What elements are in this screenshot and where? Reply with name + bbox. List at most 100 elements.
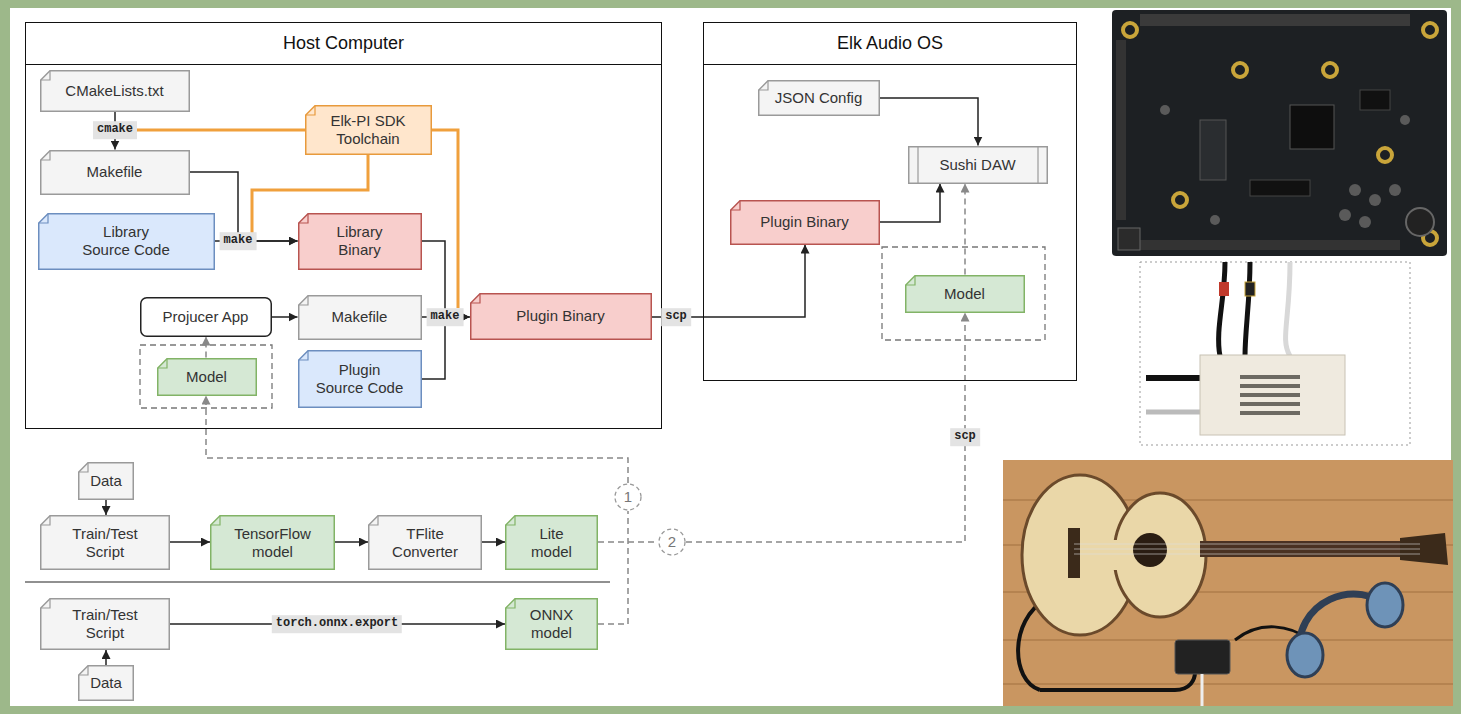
elk-box-photo [1146, 375, 1200, 381]
document-shape [298, 295, 421, 339]
elk-box-photo [1240, 375, 1300, 415]
command-label: make [427, 308, 464, 326]
command-label: torch.onnx.export [272, 615, 402, 633]
elk-board-photo [1210, 215, 1220, 225]
folded-corner [40, 70, 49, 79]
elk-os-panel: JSON ConfigSushi DAWPlugin BinaryModelEl… [703, 22, 1077, 381]
flow-arrow [880, 98, 979, 146]
model-transfer-arrow [964, 184, 966, 275]
elk-box-photo [1240, 402, 1300, 406]
source-doc: Plugin Source Code [298, 350, 422, 408]
guitar-photo [1074, 554, 1420, 555]
guitar-photo [1287, 633, 1323, 677]
document-shape [157, 358, 256, 395]
flow-arrow [105, 500, 107, 515]
elk-board-photo [1140, 14, 1410, 26]
model-doc: Model [157, 358, 257, 396]
elk-board-photo [1112, 10, 1447, 256]
model-transfer-arrow [206, 396, 628, 484]
document-shape [506, 599, 598, 650]
document-shape [730, 200, 879, 244]
folded-corner [305, 105, 314, 114]
elk-board-photo [1339, 209, 1351, 221]
flow-arrow [880, 184, 941, 223]
dashed-group-box [882, 247, 1045, 340]
text-stack: Lite model [528, 525, 576, 561]
elk-box-photo [1240, 375, 1300, 379]
flow-arrow [482, 541, 505, 543]
document-shape [41, 599, 170, 650]
node-label: Data [90, 472, 122, 490]
elk-board-photo [1160, 105, 1170, 115]
text-stack: Data [90, 472, 122, 490]
elk-board-photo [1423, 23, 1437, 37]
guitar-photo [1040, 672, 1195, 690]
binary-doc: Plugin Binary [470, 293, 652, 340]
folded-corner [506, 516, 515, 525]
document-shape [211, 516, 335, 570]
text-stack: Library Binary [325, 223, 395, 259]
folded-corner [40, 150, 49, 159]
text-stack: Sushi DAW [939, 156, 1015, 174]
guitar-photo [1003, 460, 1453, 706]
step-circle-shape [615, 484, 641, 510]
text-stack: CMakeLists.txt [65, 82, 163, 100]
text-stack: 1 [624, 488, 632, 506]
command-label: make [220, 232, 257, 250]
node-label: Plugin Binary [760, 213, 848, 231]
elk-board-photo [1349, 184, 1361, 196]
binary-doc: Library Binary [298, 213, 422, 270]
text-stack: Library Source Code [81, 223, 171, 259]
elk-board-photo [1378, 148, 1392, 162]
elk-box-photo [1200, 355, 1345, 435]
command-label: scp [661, 308, 691, 326]
folded-corner [470, 293, 479, 302]
guitar-photo [1074, 544, 1420, 545]
elk-board-photo [1233, 63, 1247, 77]
command-label: cmake [93, 121, 137, 139]
elk-board-photo [1160, 105, 1410, 228]
guitar-photo [1074, 544, 1420, 554]
node-label: Library Binary [325, 223, 395, 259]
elk-box-photo [1286, 262, 1290, 356]
elk-box-photo [1245, 282, 1255, 296]
step-circle: 2 [658, 528, 686, 556]
folded-corner [79, 666, 88, 675]
toolchain-link [115, 129, 305, 132]
converter-doc: TFlite Converter [368, 515, 482, 570]
flow-arrow [335, 541, 368, 543]
elk-board-photo [1389, 184, 1401, 196]
guitar-photo [1003, 460, 1453, 706]
app-box: Projucer App [140, 297, 272, 337]
document-shape [79, 666, 134, 701]
text-stack: Model [944, 285, 985, 303]
node-label: Plugin Source Code [315, 361, 405, 397]
node-label: Model [944, 285, 985, 303]
model-transfer-arrow [598, 511, 628, 624]
elk-box-photo [1240, 411, 1300, 415]
text-stack: Train/Test Script [65, 525, 145, 561]
step-circle: 1 [614, 483, 642, 511]
guitar-photo [1201, 674, 1204, 706]
elk-board-photo [1360, 90, 1390, 110]
elk-board-photo [1250, 180, 1310, 196]
text-stack: TensorFlow model [228, 525, 318, 561]
elk-board-photo [1123, 23, 1437, 245]
flow-arrow [170, 541, 210, 543]
folded-corner [369, 516, 378, 525]
elk-board-photo [1406, 208, 1434, 236]
document-shape [470, 293, 651, 339]
toolchain-doc: Elk-PI SDK Toolchain [305, 105, 432, 155]
elk-board-photo [1112, 10, 1447, 256]
flow-arrow [422, 317, 470, 379]
folded-corner [157, 358, 166, 367]
process-bars [918, 146, 1038, 183]
text-stack: 2 [668, 533, 676, 551]
folded-corner [79, 463, 88, 472]
elk-box-photo [1219, 282, 1229, 296]
elk-board-photo [1118, 228, 1140, 250]
flow-arrow [272, 316, 298, 318]
process-shape [908, 146, 1047, 183]
elk-board-photo [1400, 115, 1410, 125]
model-doc: ONNX model [505, 598, 598, 650]
